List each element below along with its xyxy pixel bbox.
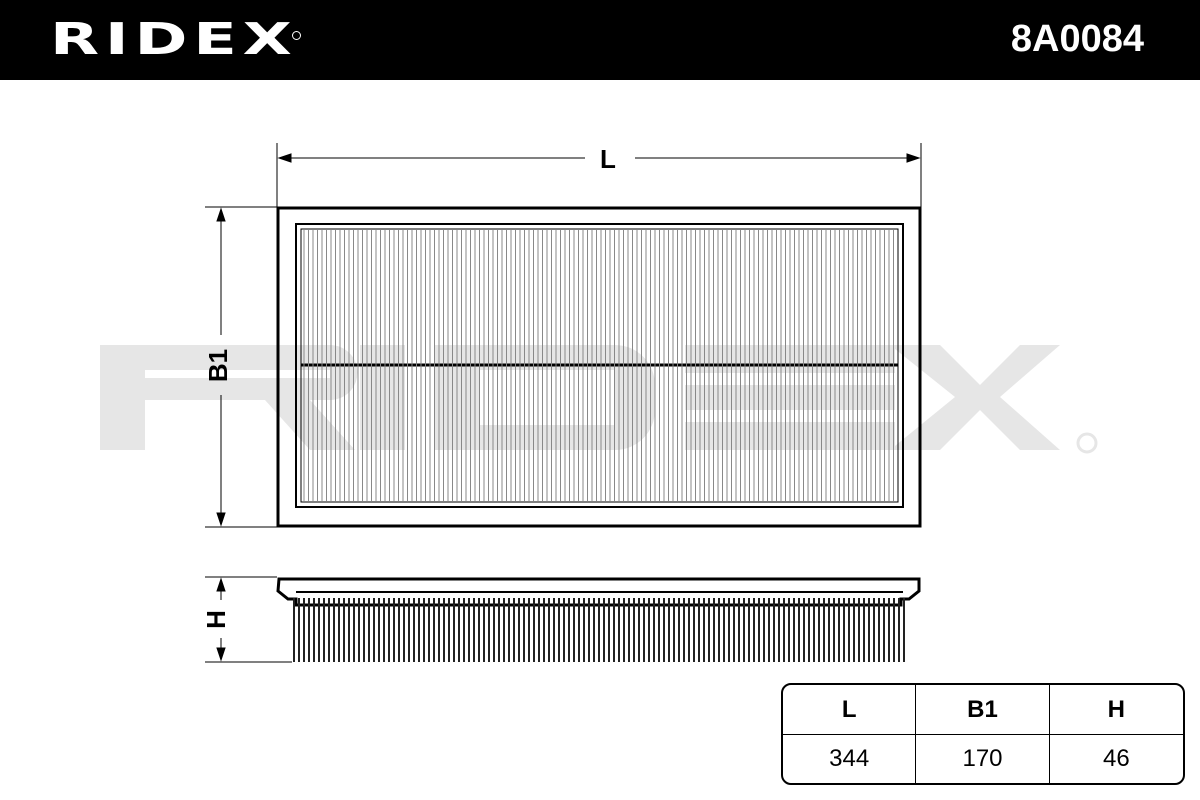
table-header-h: H	[1049, 685, 1183, 735]
ridex-logo: RIDEX	[50, 15, 292, 65]
table-header-b1: B1	[916, 685, 1050, 735]
dimensions-table: L B1 H 344 170 46	[781, 683, 1185, 785]
watermark-logo	[100, 345, 1098, 454]
length-label: L	[600, 144, 616, 174]
height-label: H	[200, 610, 231, 629]
width-label: B1	[203, 348, 234, 383]
table-value-h: 46	[1102, 745, 1130, 772]
header-bar: RIDEX 8A0084	[0, 0, 1200, 80]
table-value-l: 344	[783, 735, 917, 783]
part-number: 8A0084	[1010, 18, 1144, 60]
brand-name: RIDEX	[50, 14, 298, 65]
table-header-l: L	[783, 685, 917, 735]
registered-mark-icon	[292, 31, 301, 40]
table-value-b1: 170	[916, 735, 1050, 783]
